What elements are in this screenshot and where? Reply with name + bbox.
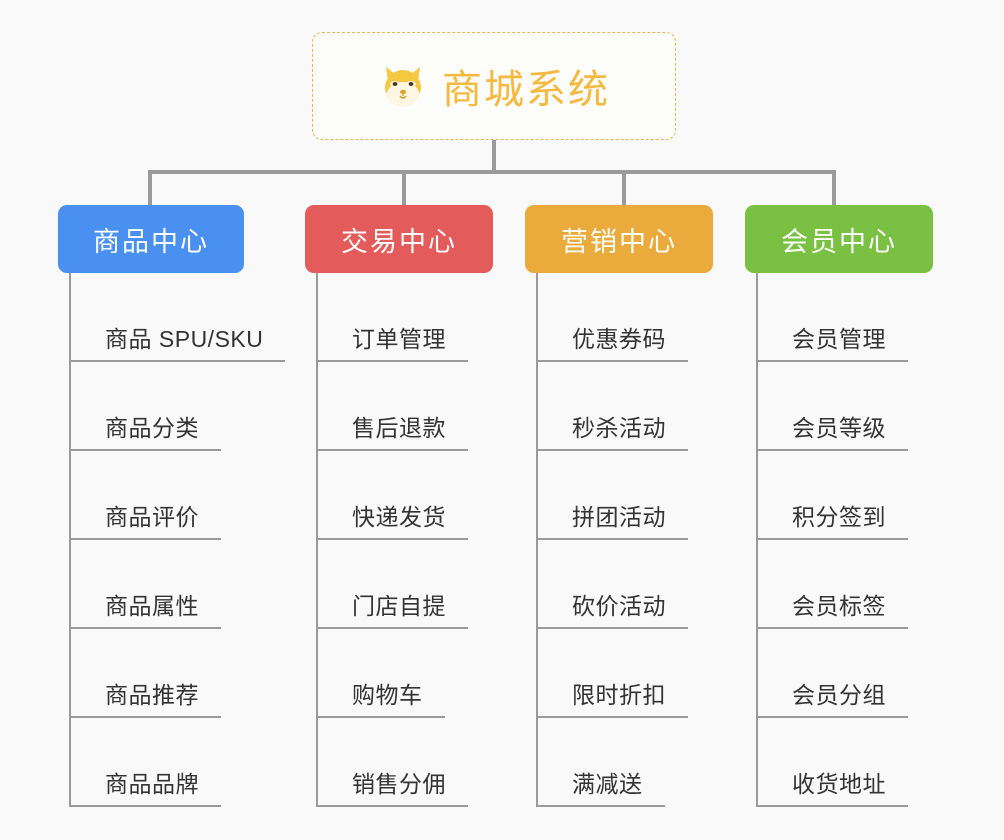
list-item[interactable]: 会员标签: [758, 540, 933, 629]
list-item-label: 满减送: [572, 771, 643, 797]
child-list-2: 优惠券码 秒杀活动 拼团活动 砍价活动 限时折扣 满减送: [536, 273, 713, 807]
list-item-label: 秒杀活动: [572, 415, 666, 441]
list-item-label: 售后退款: [352, 415, 446, 441]
category-label: 交易中心: [341, 226, 457, 257]
list-item[interactable]: 会员分组: [758, 629, 933, 718]
category-label: 营销中心: [561, 226, 677, 257]
root-node[interactable]: 商城系统: [312, 32, 676, 140]
branch-trade-center: 交易中心 订单管理 售后退款 快递发货 门店自提 购物车 销售分佣: [305, 205, 493, 807]
root-title: 商城系统: [442, 68, 610, 112]
list-item-label: 收货地址: [792, 771, 886, 797]
list-item-label: 快递发货: [352, 504, 446, 530]
list-item-label: 商品 SPU/SKU: [105, 326, 264, 352]
list-item-label: 订单管理: [352, 326, 446, 352]
list-item[interactable]: 会员等级: [758, 362, 933, 451]
list-item-label: 商品评价: [105, 504, 199, 530]
connector-root-stem: [492, 140, 496, 173]
list-item-label: 商品推荐: [105, 682, 199, 708]
category-label: 商品中心: [93, 226, 209, 257]
list-item[interactable]: 秒杀活动: [538, 362, 713, 451]
list-item[interactable]: 快递发货: [318, 451, 493, 540]
connector-drop-4: [832, 170, 836, 205]
list-item[interactable]: 购物车: [318, 629, 493, 718]
list-item-label: 会员管理: [792, 326, 886, 352]
list-item[interactable]: 拼团活动: [538, 451, 713, 540]
child-list-1: 订单管理 售后退款 快递发货 门店自提 购物车 销售分佣: [316, 273, 493, 807]
list-item[interactable]: 订单管理: [318, 273, 493, 362]
list-item[interactable]: 砍价活动: [538, 540, 713, 629]
list-item-label: 砍价活动: [572, 593, 666, 619]
branch-marketing-center: 营销中心 优惠券码 秒杀活动 拼团活动 砍价活动 限时折扣 满减送: [525, 205, 713, 807]
list-item-label: 购物车: [352, 682, 423, 708]
list-item[interactable]: 商品 SPU/SKU: [71, 273, 286, 362]
list-item-label: 商品属性: [105, 593, 199, 619]
list-item-label: 门店自提: [352, 593, 446, 619]
list-item-label: 限时折扣: [572, 682, 666, 708]
list-item[interactable]: 限时折扣: [538, 629, 713, 718]
list-item[interactable]: 商品属性: [71, 540, 244, 629]
list-item[interactable]: 优惠券码: [538, 273, 713, 362]
child-list-3: 会员管理 会员等级 积分签到 会员标签 会员分组 收货地址: [756, 273, 933, 807]
list-item[interactable]: 商品品牌: [71, 718, 244, 807]
category-button-3[interactable]: 会员中心: [745, 205, 933, 273]
list-item-label: 优惠券码: [572, 326, 666, 352]
list-item-label: 积分签到: [792, 504, 886, 530]
category-label: 会员中心: [781, 226, 897, 257]
list-item[interactable]: 会员管理: [758, 273, 933, 362]
list-item[interactable]: 商品推荐: [71, 629, 244, 718]
category-button-1[interactable]: 交易中心: [305, 205, 493, 273]
branch-product-center: 商品中心 商品 SPU/SKU 商品分类 商品评价 商品属性 商品推荐 商品品牌: [58, 205, 286, 807]
list-item[interactable]: 商品分类: [71, 362, 244, 451]
connector-drop-3: [622, 170, 626, 205]
list-item[interactable]: 积分签到: [758, 451, 933, 540]
list-item-label: 会员标签: [792, 593, 886, 619]
list-item[interactable]: 满减送: [538, 718, 713, 807]
list-item-label: 商品品牌: [105, 771, 199, 797]
child-list-0: 商品 SPU/SKU 商品分类 商品评价 商品属性 商品推荐 商品品牌: [69, 273, 286, 807]
connector-drop-1: [148, 170, 152, 205]
branch-member-center: 会员中心 会员管理 会员等级 积分签到 会员标签 会员分组 收货地址: [745, 205, 933, 807]
list-item[interactable]: 售后退款: [318, 362, 493, 451]
list-item-label: 销售分佣: [352, 771, 446, 797]
category-button-2[interactable]: 营销中心: [525, 205, 713, 273]
connector-horizontal-bar: [148, 170, 836, 174]
list-item-label: 商品分类: [105, 415, 199, 441]
list-item-label: 会员等级: [792, 415, 886, 441]
connector-drop-2: [402, 170, 406, 205]
list-item[interactable]: 门店自提: [318, 540, 493, 629]
list-item-label: 拼团活动: [572, 504, 666, 530]
list-item-label: 会员分组: [792, 682, 886, 708]
list-item[interactable]: 销售分佣: [318, 718, 493, 807]
shiba-dog-face-icon: [378, 61, 428, 111]
category-button-0[interactable]: 商品中心: [58, 205, 244, 273]
list-item[interactable]: 商品评价: [71, 451, 244, 540]
list-item[interactable]: 收货地址: [758, 718, 933, 807]
